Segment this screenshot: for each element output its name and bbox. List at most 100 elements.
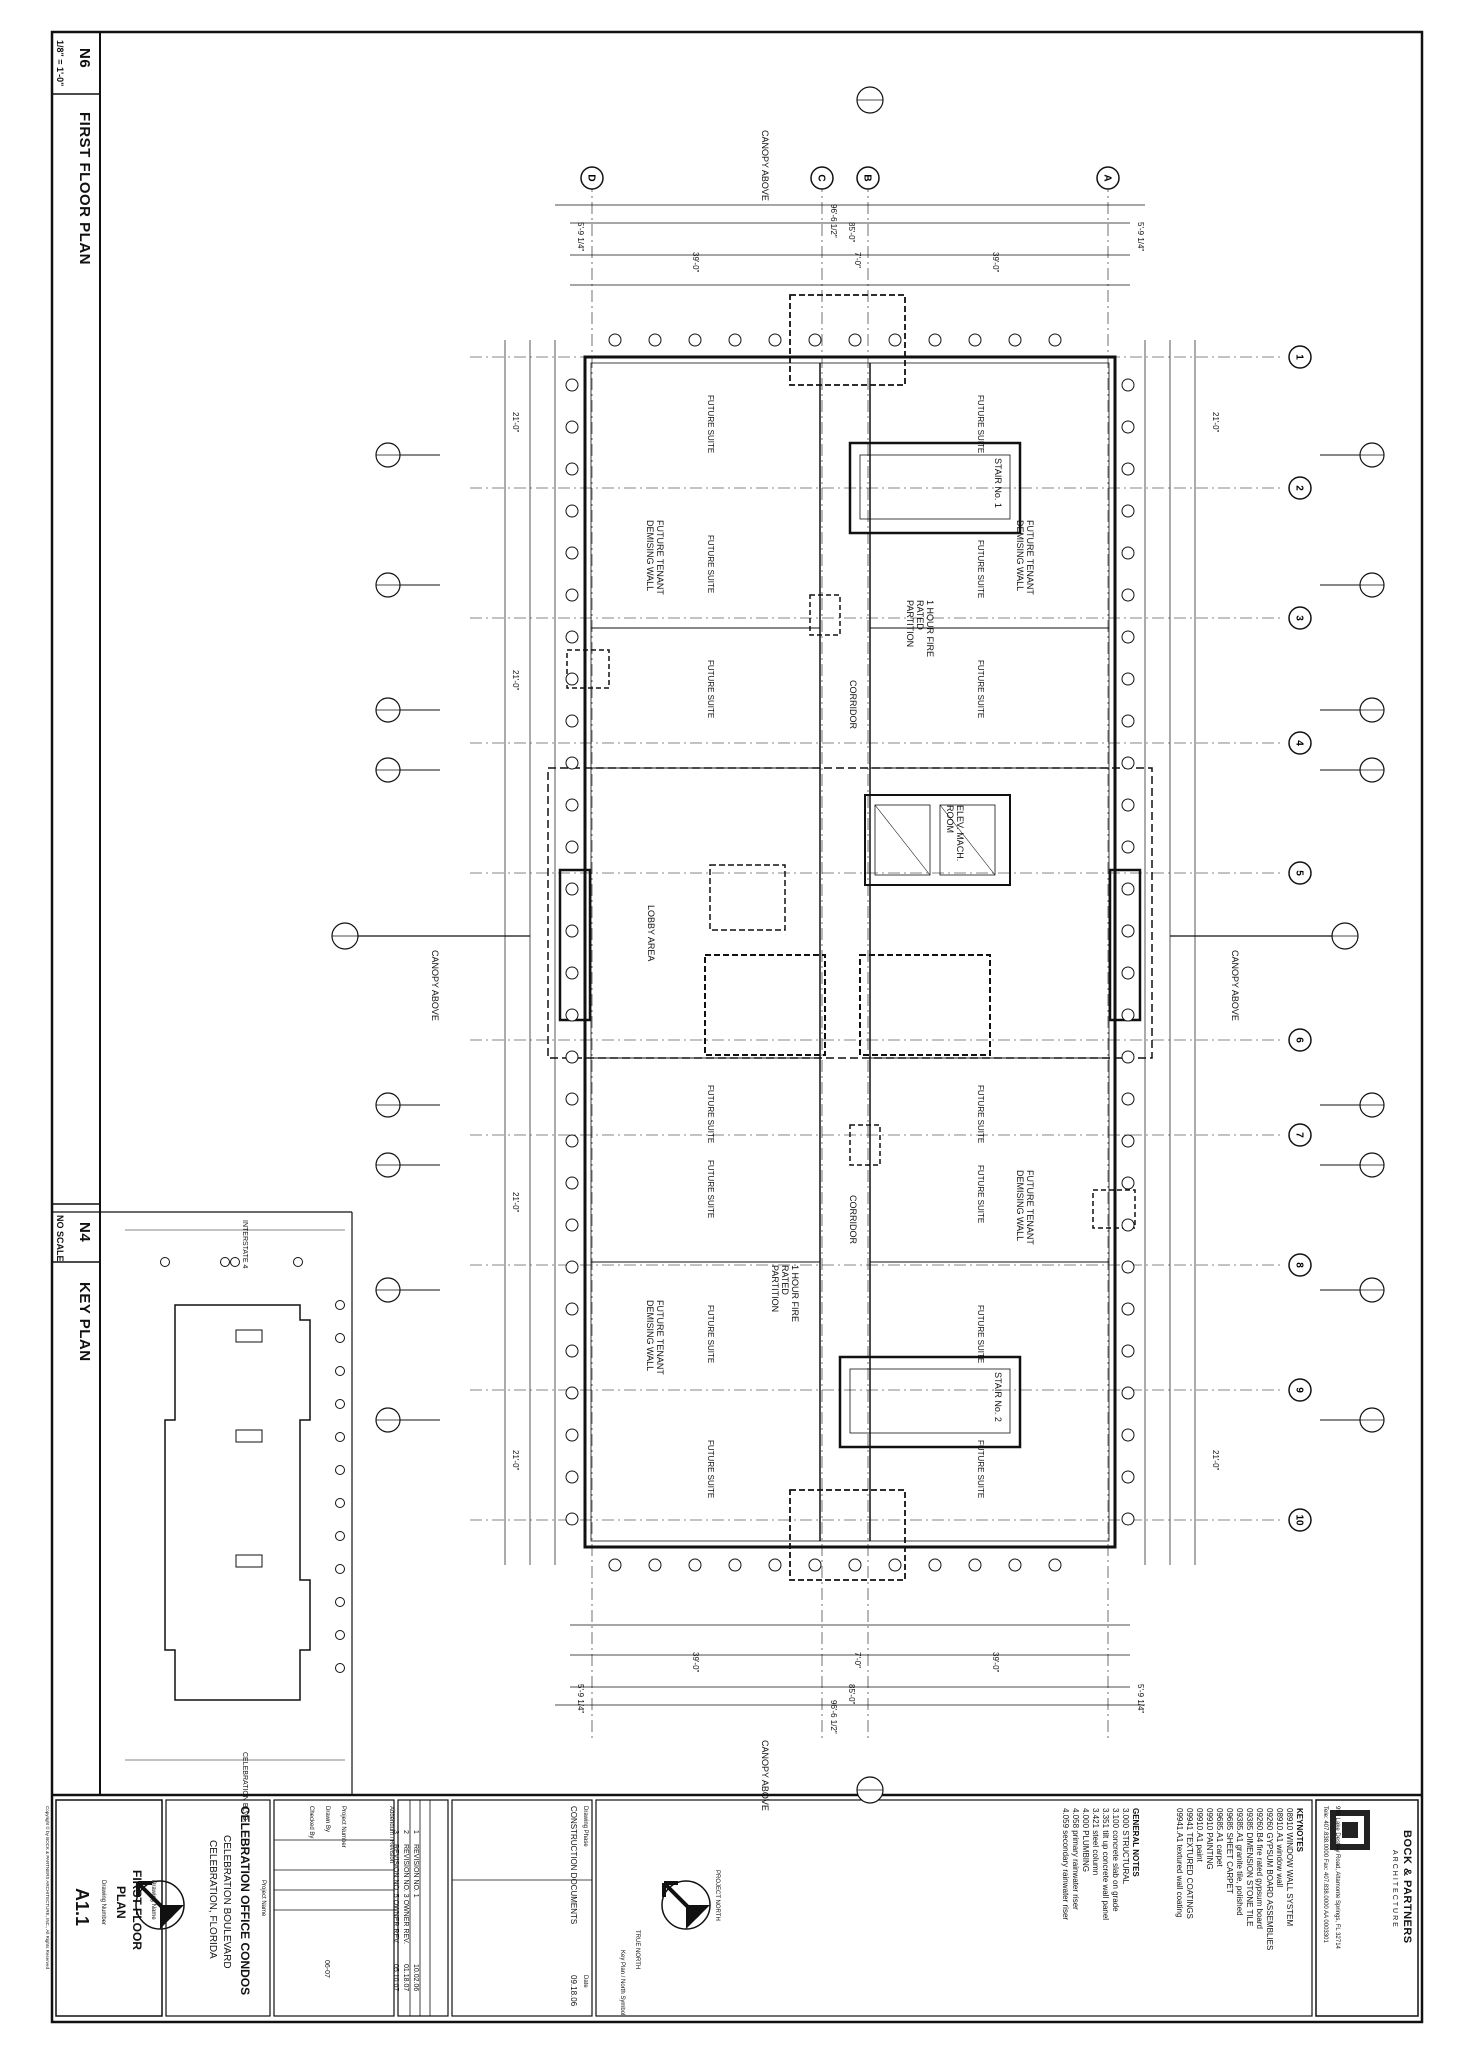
column-marker <box>688 1558 702 1572</box>
key-grid-bubble <box>335 1630 345 1640</box>
key-grid-bubble <box>160 1257 170 1267</box>
key-grid-bubble <box>230 1257 240 1267</box>
dim-half-top-right: 39'-0" <box>991 252 1000 273</box>
column-marker <box>968 1558 982 1572</box>
project-name-3: CELEBRATION, FLORIDA <box>207 1840 218 1959</box>
keynote-item: 09941 TEXTURED COATINGS <box>1185 1808 1194 1919</box>
firm-phone: Tele: 407.838.0000 Fax: 407.838.0000 AA … <box>1322 1806 1328 1943</box>
column-markers <box>565 333 1135 1572</box>
revision-desc: REVISION NO. 1 <box>412 1844 419 1898</box>
general-note-item: 4.058 primary rainwater riser <box>1071 1808 1080 1910</box>
drawing-name-2: PLAN <box>114 1886 128 1919</box>
revision-no: 3 <box>392 1830 399 1834</box>
key-grid-bubble <box>293 1257 303 1267</box>
vestibule-top <box>789 294 906 386</box>
dim-edge-top-right: 5'-9 1/4" <box>1136 222 1145 252</box>
column-marker <box>565 924 579 938</box>
column-marker <box>565 630 579 644</box>
grid-bubble-10: 10 <box>1288 1508 1312 1532</box>
column-marker <box>1121 1470 1135 1484</box>
dim-half-top-left: 39'-0" <box>691 252 700 273</box>
firm-address: 995 Lake Destiny Road, Altamonte Springs… <box>1334 1806 1340 1949</box>
drawing-number-label: Drawing Number <box>100 1880 106 1926</box>
key-plan-legend: Key Plan / North Symbol <box>619 1950 625 2016</box>
svg-text:B: B <box>862 174 873 181</box>
svg-text:2: 2 <box>1294 485 1305 491</box>
svg-text:1: 1 <box>1294 354 1305 360</box>
column-marker <box>1121 714 1135 728</box>
key-grid-bubble <box>335 1399 345 1409</box>
general-note-item: 4.000 PLUMBING <box>1081 1808 1090 1873</box>
column-marker <box>1048 1558 1062 1572</box>
column-marker <box>848 333 862 347</box>
column-marker <box>648 333 662 347</box>
revision-date: 01.18.07 <box>402 1964 409 1992</box>
key-grid-bubble <box>335 1432 345 1442</box>
section-bubble <box>375 1407 401 1433</box>
room-lobby: LOBBY AREA <box>646 905 656 962</box>
revision-row: 1REVISION NO. 110.02.06 <box>410 1830 420 2004</box>
key-grid-bubble <box>335 1597 345 1607</box>
stair-2-enclosure <box>838 1355 1022 1449</box>
suite-9: FUTURE SUITE <box>706 1160 715 1219</box>
column-marker <box>565 756 579 770</box>
svg-text:6: 6 <box>1294 1037 1305 1043</box>
dim-edge-bottom-left: 5'-9 1/4" <box>576 1684 585 1714</box>
grid-bubble-7: 7 <box>1288 1123 1312 1147</box>
column-marker <box>565 546 579 560</box>
column-marker <box>565 420 579 434</box>
drawing-phase: CONSTRUCTION DOCUMENTS <box>569 1806 578 1925</box>
keynote-item: 09385 DIMENSION STONE TILE <box>1245 1808 1254 1927</box>
revision-no: 1 <box>412 1830 419 1834</box>
column-marker <box>928 1558 942 1572</box>
drawn-by-label: Drawn By <box>324 1806 330 1833</box>
dim-core-bottom: 7'-0" <box>853 1652 862 1668</box>
canopy-top: CANOPY ABOVE <box>760 130 770 201</box>
key-plan-building <box>164 1304 311 1701</box>
main-view-number: N6 <box>76 48 93 69</box>
column-marker <box>928 333 942 347</box>
project-name-1: CELEBRATION OFFICE CONDOS <box>238 1806 252 1996</box>
grid-bubble-9: 9 <box>1288 1378 1312 1402</box>
grid-bubble-C: C <box>810 166 834 190</box>
key-grid-bubble <box>335 1465 345 1475</box>
svg-text:7: 7 <box>1294 1132 1305 1138</box>
suite-7: FUTURE SUITE <box>706 1085 715 1144</box>
column-marker <box>1121 798 1135 812</box>
general-note-item: 3.000 STRUCTURAL <box>1121 1808 1130 1885</box>
suite-11: FUTURE SUITE <box>706 1305 715 1364</box>
grid-bubble-8: 8 <box>1288 1253 1312 1277</box>
key-grid-bubble <box>335 1663 345 1673</box>
elevator-core <box>864 794 1011 886</box>
column-marker <box>1121 588 1135 602</box>
room-corridor-1: CORRIDOR <box>848 680 858 729</box>
column-marker <box>1121 462 1135 476</box>
canopy-bottom: CANOPY ABOVE <box>760 1740 770 1811</box>
room-stair-1: STAIR No. 1 <box>993 458 1003 508</box>
key-grid-bubble <box>335 1531 345 1541</box>
revision-row: 2REVISION NO. 3 OWNER REV.01.18.07 <box>400 1830 410 2004</box>
column-marker <box>565 1260 579 1274</box>
column-marker <box>608 1558 622 1572</box>
key-grid-bubble <box>335 1333 345 1343</box>
column-marker <box>565 462 579 476</box>
column-marker <box>565 1008 579 1022</box>
drawing-name-label: Drawing Name <box>150 1880 156 1920</box>
column-marker <box>608 333 622 347</box>
section-bubble <box>1359 757 1385 783</box>
section-bubble <box>375 1092 401 1118</box>
suite-3: FUTURE SUITE <box>706 535 715 594</box>
key-grid-bubble <box>335 1366 345 1376</box>
column-marker <box>768 1558 782 1572</box>
elec-room <box>709 864 786 931</box>
column-marker <box>1121 546 1135 560</box>
dim-edge-bottom-right: 5'-9 1/4" <box>1136 1684 1145 1714</box>
suite-2: FUTURE SUITE <box>976 395 985 454</box>
true-north-label: TRUE NORTH <box>634 1930 640 1970</box>
general-note-item: 4.059 secondary rainwater riser <box>1061 1808 1070 1921</box>
section-bubble <box>375 572 401 598</box>
